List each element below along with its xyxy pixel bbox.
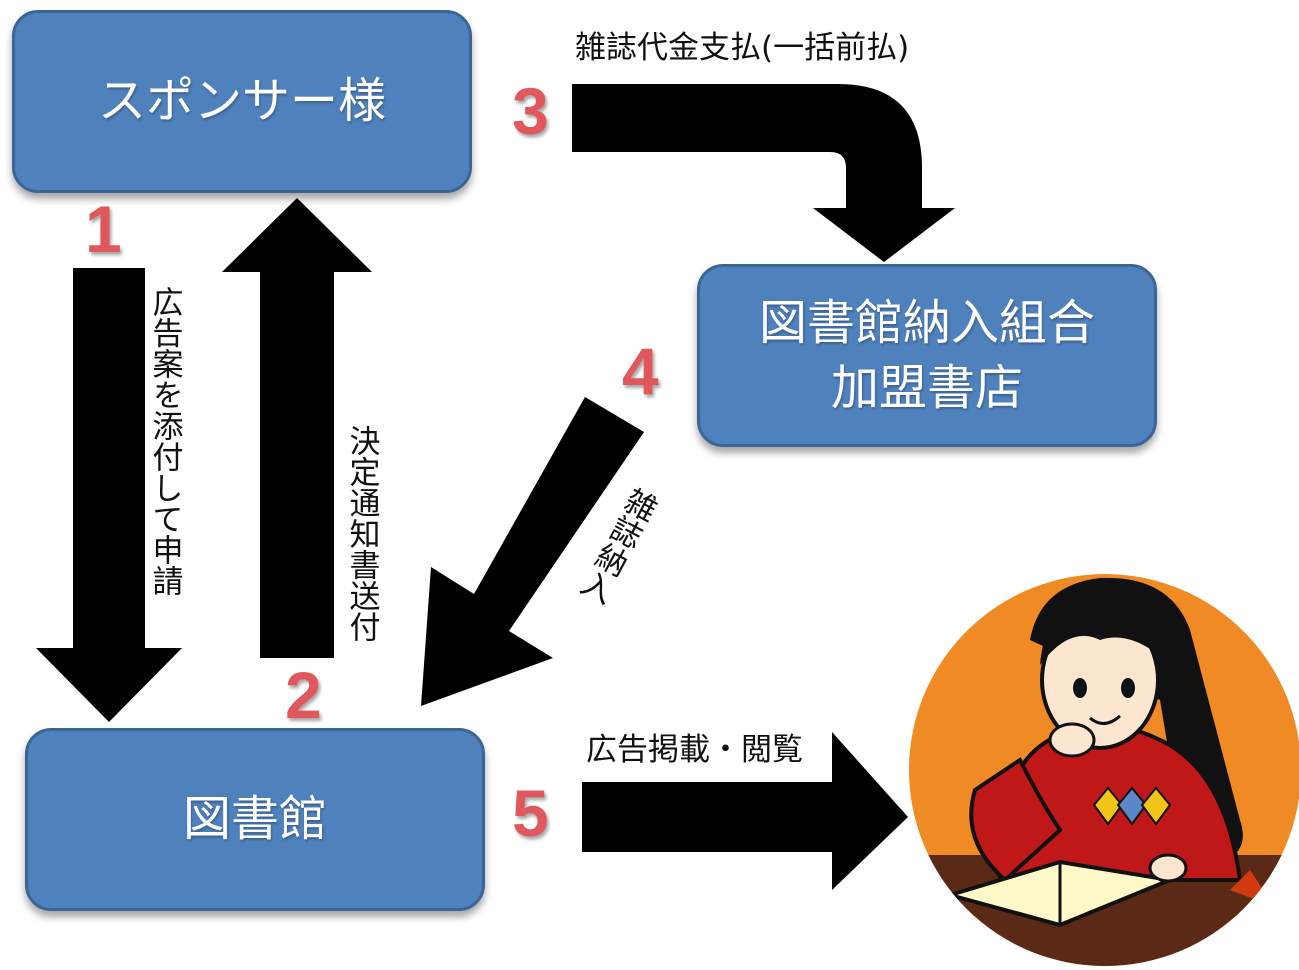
union-label-line1: 図書館納入組合 [758,294,1095,351]
arrow-payment [572,84,955,262]
sponsor-box: スポンサー様 [12,10,472,193]
arrow-notice [222,198,372,658]
arrow-delivery [421,397,644,706]
step-number-1: 1 [85,192,122,266]
payment-label: 雑誌代金支払(一括前払) [575,30,910,66]
library-label: 図書館 [182,791,327,848]
apply-label: 広告案を添付して申請 [146,286,183,596]
arrow-apply [36,268,182,722]
union-label-line2: 加盟書店 [830,359,1023,416]
arrow-publish [582,732,908,890]
library-box: 図書館 [25,728,485,911]
step-number-2: 2 [285,658,322,732]
bookstore-union-box: 図書館納入組合 加盟書店 [697,264,1157,447]
publish-label: 広告掲載・閲覧 [586,732,803,768]
sponsor-label: スポンサー様 [97,73,386,130]
notice-label: 決定通知書送付 [343,425,380,642]
step-number-4: 4 [622,334,659,408]
step-number-3: 3 [512,74,549,148]
step-number-5: 5 [512,776,549,850]
